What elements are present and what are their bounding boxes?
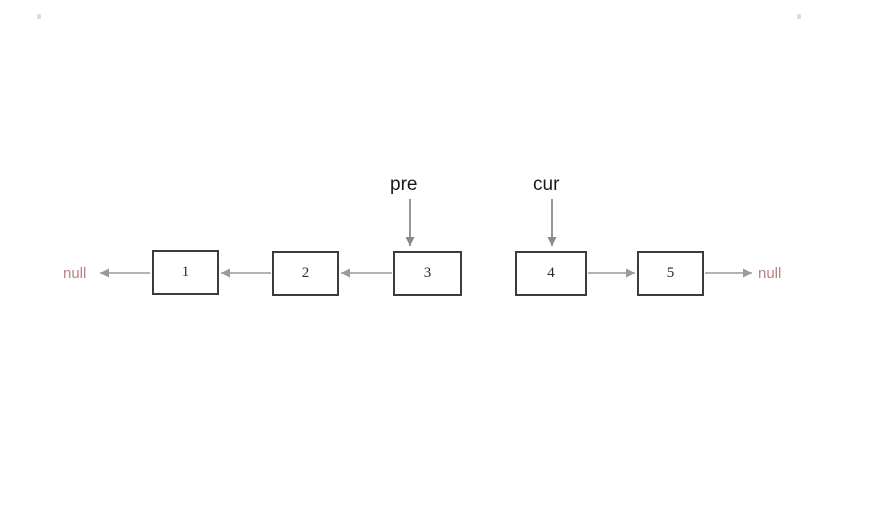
pointer-label-pre: pre: [390, 174, 418, 195]
node-value: 2: [301, 265, 310, 281]
node-value: 1: [181, 264, 190, 280]
node-value: 3: [423, 265, 432, 281]
null-label-right: null: [758, 265, 782, 282]
list-node-3[interactable]: 3: [393, 251, 462, 296]
list-node-1[interactable]: 1: [152, 250, 219, 295]
null-label-left: null: [63, 265, 87, 282]
list-node-5[interactable]: 5: [637, 251, 704, 296]
list-node-2[interactable]: 2: [272, 251, 339, 296]
node-value: 5: [666, 265, 675, 281]
node-value: 4: [547, 265, 555, 281]
artifact-speck: [37, 14, 41, 19]
list-node-4[interactable]: 4: [515, 251, 587, 296]
pointer-label-cur: cur: [533, 174, 560, 195]
artifact-speck: [797, 14, 801, 19]
